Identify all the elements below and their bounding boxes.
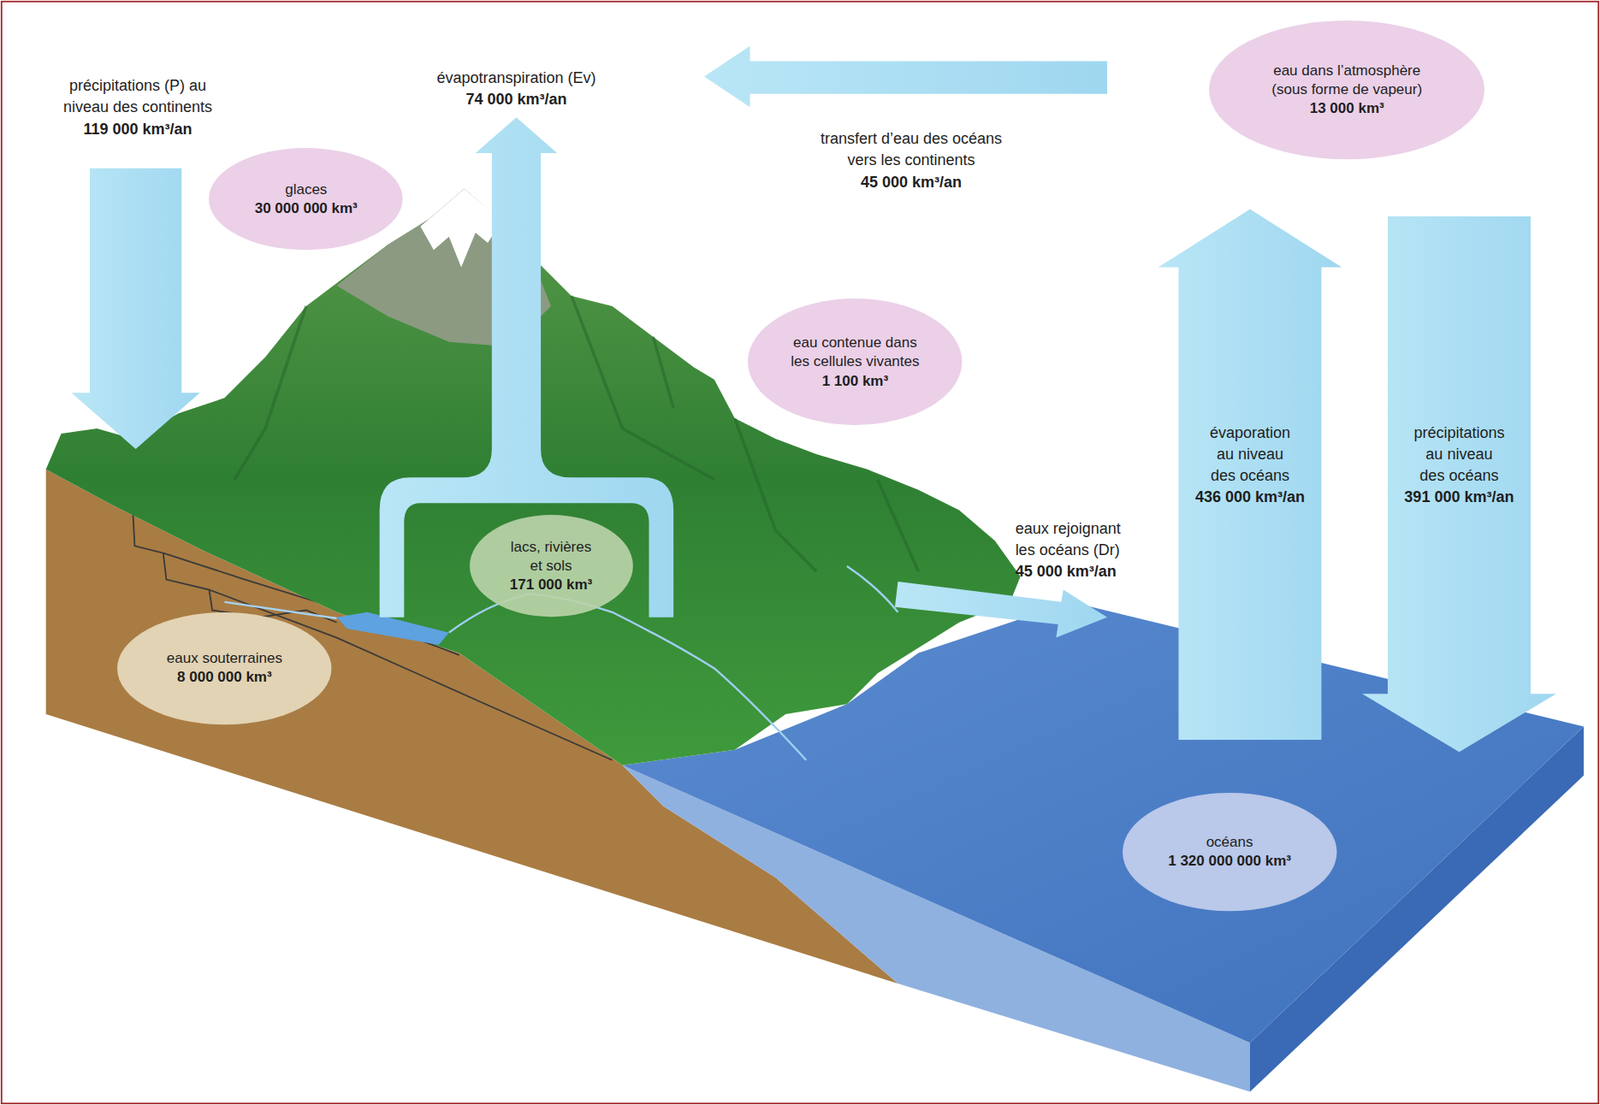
node-text: eau contenue dans les cellules vivantes1… bbox=[786, 333, 924, 391]
node-value: 13 000 km³ bbox=[1309, 99, 1385, 119]
node-title: océans bbox=[1206, 833, 1254, 853]
node-value: 1 320 000 000 km³ bbox=[1167, 852, 1292, 872]
node-text: lacs, rivières et sols171 000 km³ bbox=[506, 538, 597, 595]
node-title: lacs, rivières et sols bbox=[506, 538, 597, 576]
runoff-arrow bbox=[894, 581, 1108, 639]
label-group: précipitations au niveau des océans391 0… bbox=[1404, 422, 1514, 510]
node-title: eau dans l’atmosphère (sous forme de vap… bbox=[1269, 61, 1424, 100]
river bbox=[847, 566, 899, 613]
flow-value: 119 000 km³/an bbox=[82, 118, 192, 141]
ellipse-shape bbox=[1122, 793, 1337, 912]
label-group: transfert d’eau des océans vers les cont… bbox=[817, 128, 1006, 194]
precipitation-arrow bbox=[1362, 216, 1557, 753]
flow-value: 45 000 km³/an bbox=[860, 171, 962, 194]
evaporation-arrow bbox=[1158, 209, 1343, 741]
evapotranspiration-arrow bbox=[379, 117, 674, 618]
flow-label: eaux rejoignant les océans (Dr) bbox=[1015, 518, 1132, 562]
flow-value: 45 000 km³/an bbox=[1015, 561, 1117, 583]
node-value: 171 000 km³ bbox=[509, 575, 593, 595]
precipitation-arrow bbox=[71, 168, 200, 450]
ellipse-node: eau dans l’atmosphère (sous forme de vap… bbox=[1208, 20, 1485, 160]
flow-label: évaporation au niveau des océans bbox=[1202, 422, 1298, 488]
ellipse-node: eau contenue dans les cellules vivantes1… bbox=[747, 298, 962, 426]
node-title: eau contenue dans les cellules vivantes bbox=[786, 333, 924, 372]
node-value: 30 000 000 km³ bbox=[254, 199, 358, 219]
node-text: océans1 320 000 000 km³ bbox=[1167, 833, 1292, 872]
transfer-arrow bbox=[704, 46, 1108, 108]
node-value: 1 100 km³ bbox=[822, 371, 889, 391]
flow-label: précipitations (P) au niveau des contine… bbox=[47, 75, 228, 119]
label-group: eaux rejoignant les océans (Dr)45 000 km… bbox=[1015, 518, 1132, 584]
flow-value: 391 000 km³/an bbox=[1404, 486, 1514, 509]
ellipse-fill bbox=[747, 298, 962, 426]
ellipse-fill bbox=[1208, 20, 1485, 160]
ellipse-fill bbox=[208, 148, 403, 250]
node-title: glaces bbox=[284, 179, 327, 199]
label-group: précipitations (P) au niveau des contine… bbox=[47, 75, 228, 141]
ellipse-shape bbox=[117, 612, 332, 725]
ellipse-node: glaces30 000 000 km³ bbox=[208, 148, 403, 250]
flow-value: 74 000 km³/an bbox=[465, 88, 567, 111]
ellipse-shape bbox=[208, 148, 403, 250]
node-text: eau dans l’atmosphère (sous forme de vap… bbox=[1269, 61, 1424, 119]
ellipse-node: eaux souterraines8 000 000 km³ bbox=[117, 612, 332, 725]
label-group: évapotranspiration (Ev)74 000 km³/an bbox=[436, 67, 596, 111]
ellipse-fill bbox=[1122, 793, 1337, 912]
ellipse-node: océans1 320 000 000 km³ bbox=[1122, 793, 1337, 912]
ellipse-fill bbox=[117, 612, 332, 725]
flow-label: précipitations au niveau des océans bbox=[1411, 422, 1506, 488]
river bbox=[449, 593, 806, 760]
node-text: glaces30 000 000 km³ bbox=[254, 179, 358, 218]
flow-label: évapotranspiration (Ev) bbox=[436, 67, 596, 89]
node-title: eaux souterraines bbox=[166, 649, 283, 669]
node-text: eaux souterraines8 000 000 km³ bbox=[166, 649, 283, 688]
ellipse-node: lacs, rivières et sols171 000 km³ bbox=[469, 515, 634, 617]
node-value: 8 000 000 km³ bbox=[177, 668, 273, 688]
flow-label: transfert d’eau des océans vers les cont… bbox=[817, 128, 1006, 172]
snow-cap bbox=[420, 189, 502, 268]
label-group: évaporation au niveau des océans436 000 … bbox=[1195, 422, 1305, 510]
flow-value: 436 000 km³/an bbox=[1195, 486, 1305, 509]
ellipse-fill bbox=[469, 515, 634, 617]
